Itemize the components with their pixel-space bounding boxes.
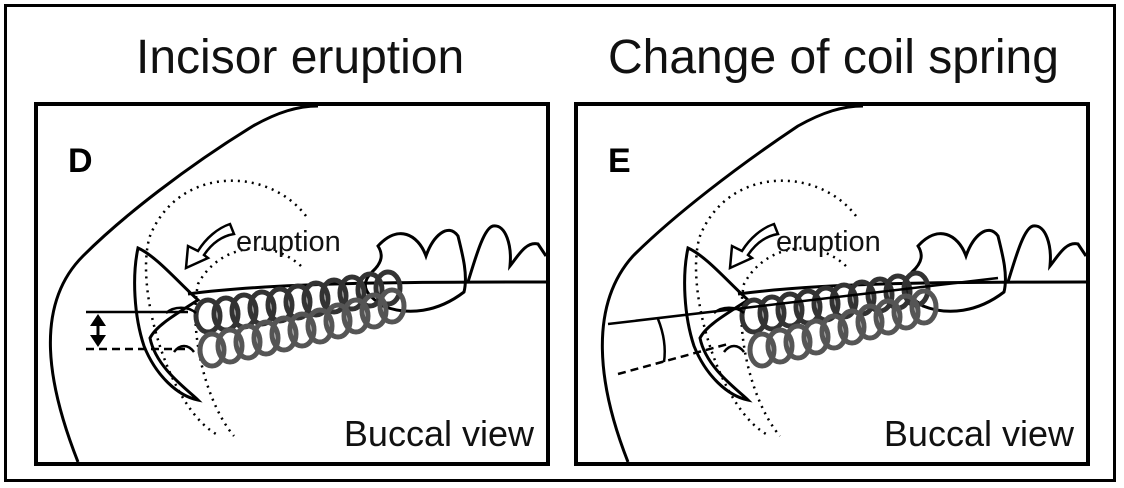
panel-e: E eruption Buccal view	[574, 102, 1090, 466]
eruption-arrow	[730, 224, 778, 268]
panel-d-title: Incisor eruption	[136, 34, 464, 82]
incisor-root-dotted-inner	[195, 248, 301, 436]
panel-e-eruption-label: eruption	[776, 228, 881, 257]
angle-arc	[658, 319, 665, 362]
panel-d-drawing	[38, 106, 546, 462]
molar-teeth	[365, 226, 546, 311]
panel-e-drawing	[578, 106, 1086, 462]
panel-d-letter: D	[68, 144, 93, 178]
panel-d-eruption-label: eruption	[236, 228, 341, 257]
eruption-arrow	[186, 224, 234, 268]
panel-e-letter: E	[608, 144, 631, 178]
bracket-hook	[166, 308, 196, 352]
incisor-outline	[685, 248, 748, 400]
incisor-outline	[135, 248, 198, 400]
panel-e-title: Change of coil spring	[608, 34, 1059, 82]
reference-line-dashed	[618, 344, 728, 374]
panel-d-view-label: Buccal view	[344, 416, 534, 452]
incisor-root-dotted-outer	[146, 181, 306, 434]
panel-d: D eruption Buccal view	[34, 102, 550, 466]
panel-e-view-label: Buccal view	[884, 416, 1074, 452]
